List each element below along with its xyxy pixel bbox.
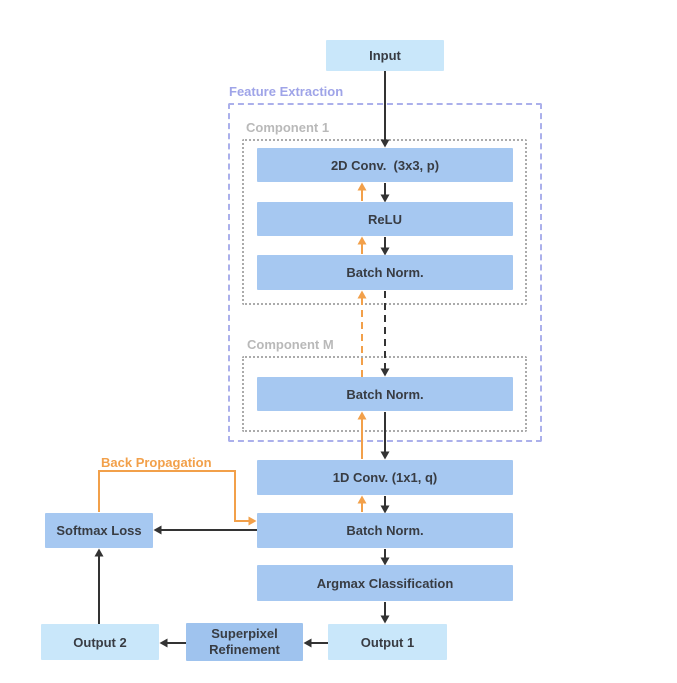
- node-output-2: Output 2: [41, 624, 159, 660]
- feature-extraction-label: Feature Extraction: [229, 84, 344, 99]
- component-1-label: Component 1: [246, 120, 330, 135]
- node-input: Input: [326, 40, 444, 71]
- back-propagation-label: Back Propagation: [101, 455, 212, 470]
- node-batch-norm-out: Batch Norm.: [257, 513, 513, 548]
- node-argmax-classification: Argmax Classification: [257, 565, 513, 601]
- node-batch-norm-m: Batch Norm.: [257, 377, 513, 411]
- node-relu: ReLU: [257, 202, 513, 236]
- node-softmax-loss: Softmax Loss: [45, 513, 153, 548]
- node-batch-norm-1: Batch Norm.: [257, 255, 513, 290]
- node-1d-conv: 1D Conv. (1x1, q): [257, 460, 513, 495]
- node-2d-conv: 2D Conv. (3x3, p): [257, 148, 513, 182]
- component-m-label: Component M: [247, 337, 334, 352]
- arrow-back-propagation-path: [98, 470, 257, 526]
- node-superpixel-refinement: Superpixel Refinement: [186, 623, 303, 661]
- node-output-1: Output 1: [328, 624, 447, 660]
